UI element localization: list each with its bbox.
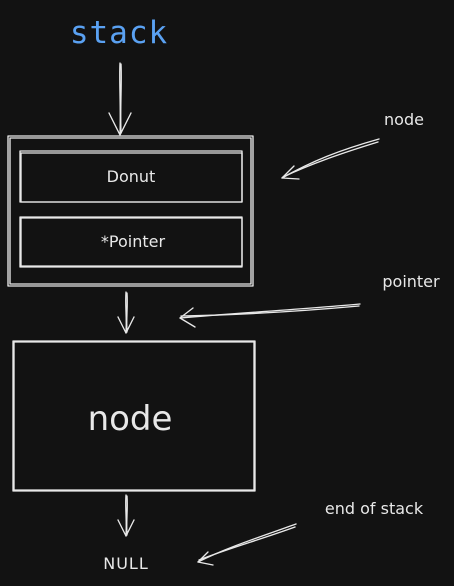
top-arrow: [108, 62, 132, 136]
null-label: NULL: [103, 554, 149, 573]
top-node: [7, 135, 254, 287]
pointer-field-label: *Pointer: [101, 232, 166, 251]
annotation-pointer-arrow: [179, 303, 361, 328]
stack-title: stack: [70, 15, 168, 51]
next-node: node: [12, 340, 256, 492]
annotation-end-of-stack: end of stack: [325, 499, 424, 518]
annotation-pointer: pointer: [382, 272, 440, 291]
annotation-node-arrow: [281, 138, 380, 180]
value-field: Donut: [19, 150, 243, 203]
pointer-field: *Pointer: [19, 216, 243, 268]
middle-arrow: [117, 291, 135, 334]
bottom-arrow: [117, 494, 135, 537]
annotation-end-of-stack-arrow: [197, 523, 297, 566]
value-field-label: Donut: [107, 167, 156, 186]
annotation-node: node: [384, 110, 424, 129]
next-node-label: node: [88, 399, 173, 439]
